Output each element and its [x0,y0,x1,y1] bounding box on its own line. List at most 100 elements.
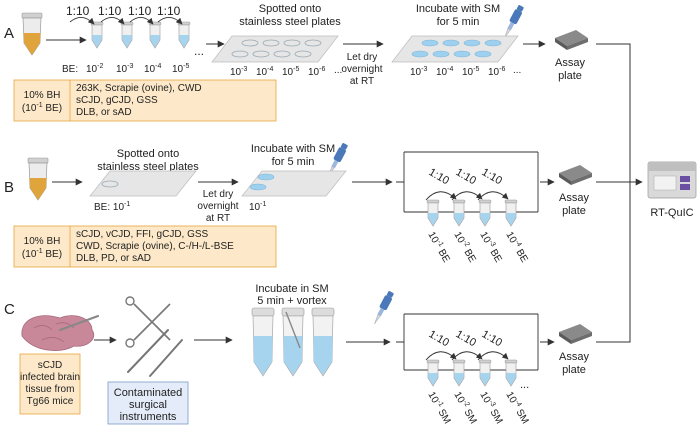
dilution-label-a2: 1:10 [98,4,122,18]
tube-labels-c: 10-1 SM 10-2 SM 10-3 SM 10-4 SM [425,390,531,426]
step-incubate-title-a-2: for 5 min [437,16,480,28]
bracket-b [396,151,539,213]
serial-tube-c3 [478,359,492,387]
rtquic-label: RT-QuIC [650,207,693,219]
svg-text:10-5: 10-5 [282,66,299,78]
transfer-arrow-a3 [129,17,154,25]
box-a-right-2: sCJD, gCJD, GSS [76,95,158,106]
dry-text-a-1: Let dry [347,52,378,63]
stock-tube-a [21,12,43,56]
steel-plate-a2 [391,35,519,63]
transfer-arrow-a4 [157,17,183,25]
scissors-icon [125,296,171,348]
assay-label-a-1: Assay [555,57,585,69]
serial-tube-c4 [504,359,518,387]
instruments-line-2: surgical [129,399,167,411]
wet-spots-plate-a2 [411,39,502,58]
scalpel-icon [58,314,100,332]
dilution-tube-a2 [120,21,134,49]
steel-plate-a1 [211,35,339,63]
assay-label-c-1: Assay [559,351,589,363]
dilution-label-c3: 1:10 [480,328,505,349]
step-incubate-title-c-1: Incubate in SM [255,283,328,295]
plate-a2-labels: 10-3 10-4 10-5 10-6 ... [410,65,521,78]
dilution-label-c2: 1:10 [454,328,479,349]
box-b-left-1: 10% BH [24,236,61,247]
step-spot-title-a-1: Spotted onto [259,3,321,15]
svg-text:10-5: 10-5 [462,66,479,78]
dilution-tube-a3 [148,21,162,49]
assay-plate-icon-b [559,165,592,185]
box-b-right-2: CWD, Scrapie (ovine), C-/H-/L-BSE [76,241,234,252]
transfer-arrow-a1 [69,17,95,25]
ellipsis-c: ... [520,379,529,391]
panel-letter-a: A [4,25,14,42]
svg-text:10-4 SM: 10-4 SM [503,390,531,426]
rtquic-instrument-icon [647,161,697,199]
dry-text-b-2: overnight [197,201,238,212]
be-label-b: BE: 10-1 [94,201,130,213]
box-a-right-1: 263K, Scrapie (ovine), CWD [76,83,202,94]
stock-tube-b [27,157,49,201]
plate-a1-labels: 10-3 10-4 10-5 10-6 ... [230,65,342,78]
svg-text:10-2 BE: 10-2 BE [451,230,478,265]
serial-tube-b4 [504,199,518,227]
dilution-label-a1: 1:10 [66,4,90,18]
serial-tube-b2 [452,199,466,227]
conical-tube-2 [281,307,305,377]
svg-text:10-3 SM: 10-3 SM [477,390,505,426]
be-label-a: BE: [62,64,78,75]
probe-icon [149,339,183,377]
tube-be-labels-a: 10-2 10-3 10-4 10-5 [86,63,189,75]
dilution-label-a3: 1:10 [128,4,152,18]
sample-box-a [13,79,277,122]
svg-text:10-2 SM: 10-2 SM [451,390,479,426]
svg-text:10-1 SM: 10-1 SM [425,390,453,426]
assay-label-c-2: plate [562,364,586,376]
svg-text:10-4: 10-4 [256,66,273,78]
step-incubate-title-c-2: 5 min + vortex [257,295,327,307]
box-b-right-1: sCJD, vCJD, FFI, gCJD, GSS [76,229,209,240]
assay-plate-icon-c [559,324,592,344]
svg-text:10-4: 10-4 [436,66,453,78]
box-b-right-3: DLB, PD, or sAD [76,253,151,264]
instruments-line-1: Contaminated [114,387,183,399]
transfer-arrow-a2 [100,17,125,25]
serial-tube-c1 [426,359,440,387]
dry-text-b-1: Let dry [203,189,234,200]
tube-labels-b: 10-1 BE 10-2 BE 10-3 BE 10-4 BE [425,230,530,265]
step-incubate-title-b-2: for 5 min [272,156,315,168]
svg-text:...: ... [334,65,342,76]
be-value-a3: 10-4 [144,63,161,75]
serial-tube-b3 [478,199,492,227]
step-incubate-title-a-1: Incubate with SM [416,3,500,15]
dry-text-a-3: at RT [350,76,374,87]
dilution-label-b1: 1:10 [427,166,452,187]
instruments-box [107,381,189,425]
dilution-label-a4: 1:10 [157,4,181,18]
serial-tube-b1 [426,199,440,227]
svg-text:10-3: 10-3 [230,66,247,78]
dilution-tube-a4 [177,21,191,49]
panel-letter-c: C [4,301,15,318]
brain-box-line-3: tissue from [26,384,75,395]
svg-text:10-6: 10-6 [308,66,325,78]
dilution-label-b3: 1:10 [480,166,505,187]
svg-text:10-6: 10-6 [488,66,505,78]
pipette-icon-a [500,4,526,40]
conical-tube-1 [251,307,275,377]
brain-box-line-1: sCJD [38,360,62,371]
svg-text:10-1 BE: 10-1 BE [425,230,452,265]
box-b-left-2: (10-1 BE) [22,248,62,260]
be-value-a2: 10-3 [116,63,133,75]
box-a-right-3: DLB, or sAD [76,107,132,118]
be-value-a4: 10-5 [172,63,189,75]
svg-text:10-4 BE: 10-4 BE [503,230,530,265]
step-spot-title-b-2: stainless steel plates [97,161,199,173]
dry-text-b-3: at RT [206,213,230,224]
assay-label-b-2: plate [562,205,586,217]
step-spot-title-a-2: stainless steel plates [239,16,341,28]
conical-tube-3 [311,307,335,377]
